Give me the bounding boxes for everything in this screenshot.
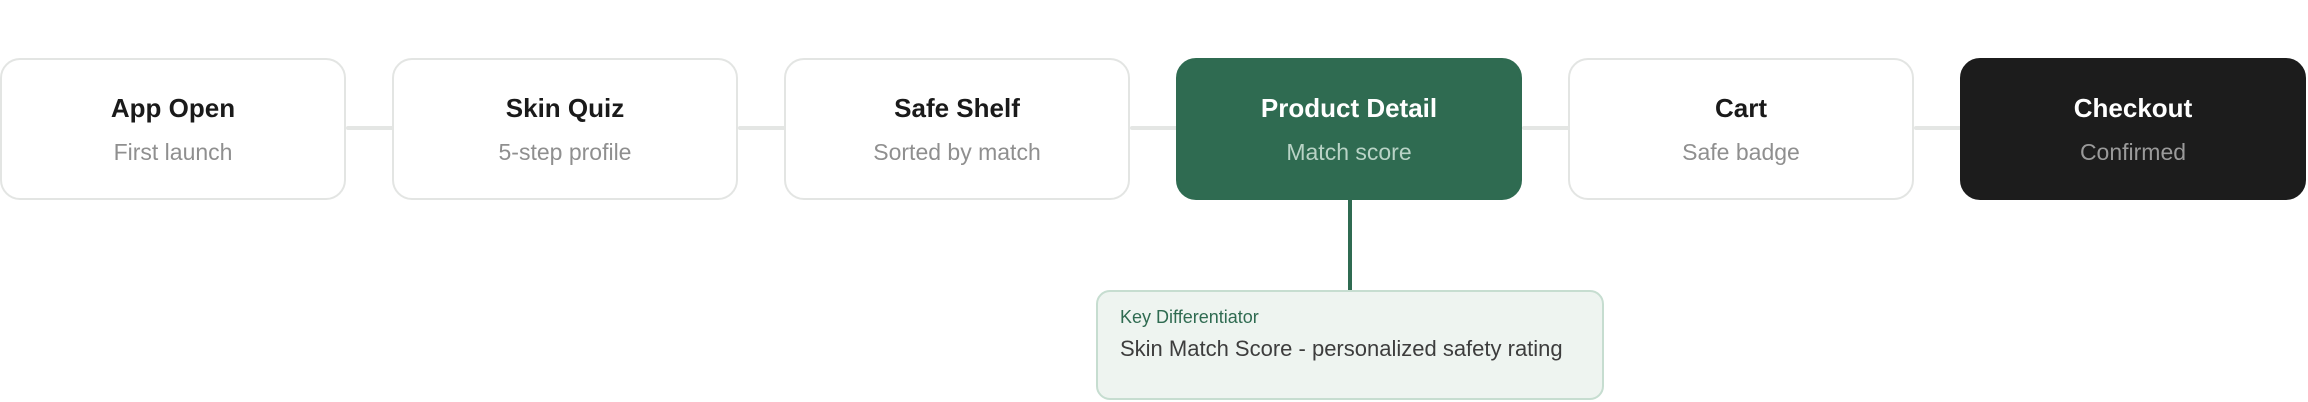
step-subtitle: Sorted by match xyxy=(873,139,1041,165)
callout-connector xyxy=(1348,200,1352,290)
step-skin-quiz: Skin Quiz 5-step profile xyxy=(392,58,738,200)
step-title: Product Detail xyxy=(1260,93,1438,123)
step-product-detail: Product Detail Match score xyxy=(1176,58,1522,200)
callout-label: Key Differentiator xyxy=(1120,307,1259,327)
callout-text: Skin Match Score - personalized safety r… xyxy=(1120,336,1563,361)
user-flow: App Open First launch Skin Quiz 5-step p… xyxy=(0,58,2308,200)
step-title: Skin Quiz xyxy=(505,93,625,123)
step-subtitle: Match score xyxy=(1286,139,1412,165)
step-subtitle: 5-step profile xyxy=(498,139,632,165)
step-title: Safe Shelf xyxy=(894,93,1020,123)
step-safe-shelf: Safe Shelf Sorted by match xyxy=(784,58,1130,200)
connector-4 xyxy=(1522,126,1570,130)
step-subtitle: First launch xyxy=(113,139,233,165)
step-app-open: App Open First launch xyxy=(0,58,346,200)
connector-2 xyxy=(738,126,786,130)
step-title: Cart xyxy=(1714,93,1767,123)
connector-5 xyxy=(1914,126,1962,130)
step-subtitle: Safe badge xyxy=(1682,139,1800,165)
connector-3 xyxy=(1130,126,1178,130)
connector-1 xyxy=(346,126,394,130)
key-differentiator-callout: Key Differentiator Skin Match Score - pe… xyxy=(1096,290,1604,400)
step-title: Checkout xyxy=(2073,93,2193,123)
step-cart: Cart Safe badge xyxy=(1568,58,1914,200)
step-title: App Open xyxy=(110,93,236,123)
step-checkout: Checkout Confirmed xyxy=(1960,58,2306,200)
step-subtitle: Confirmed xyxy=(2079,139,2187,165)
